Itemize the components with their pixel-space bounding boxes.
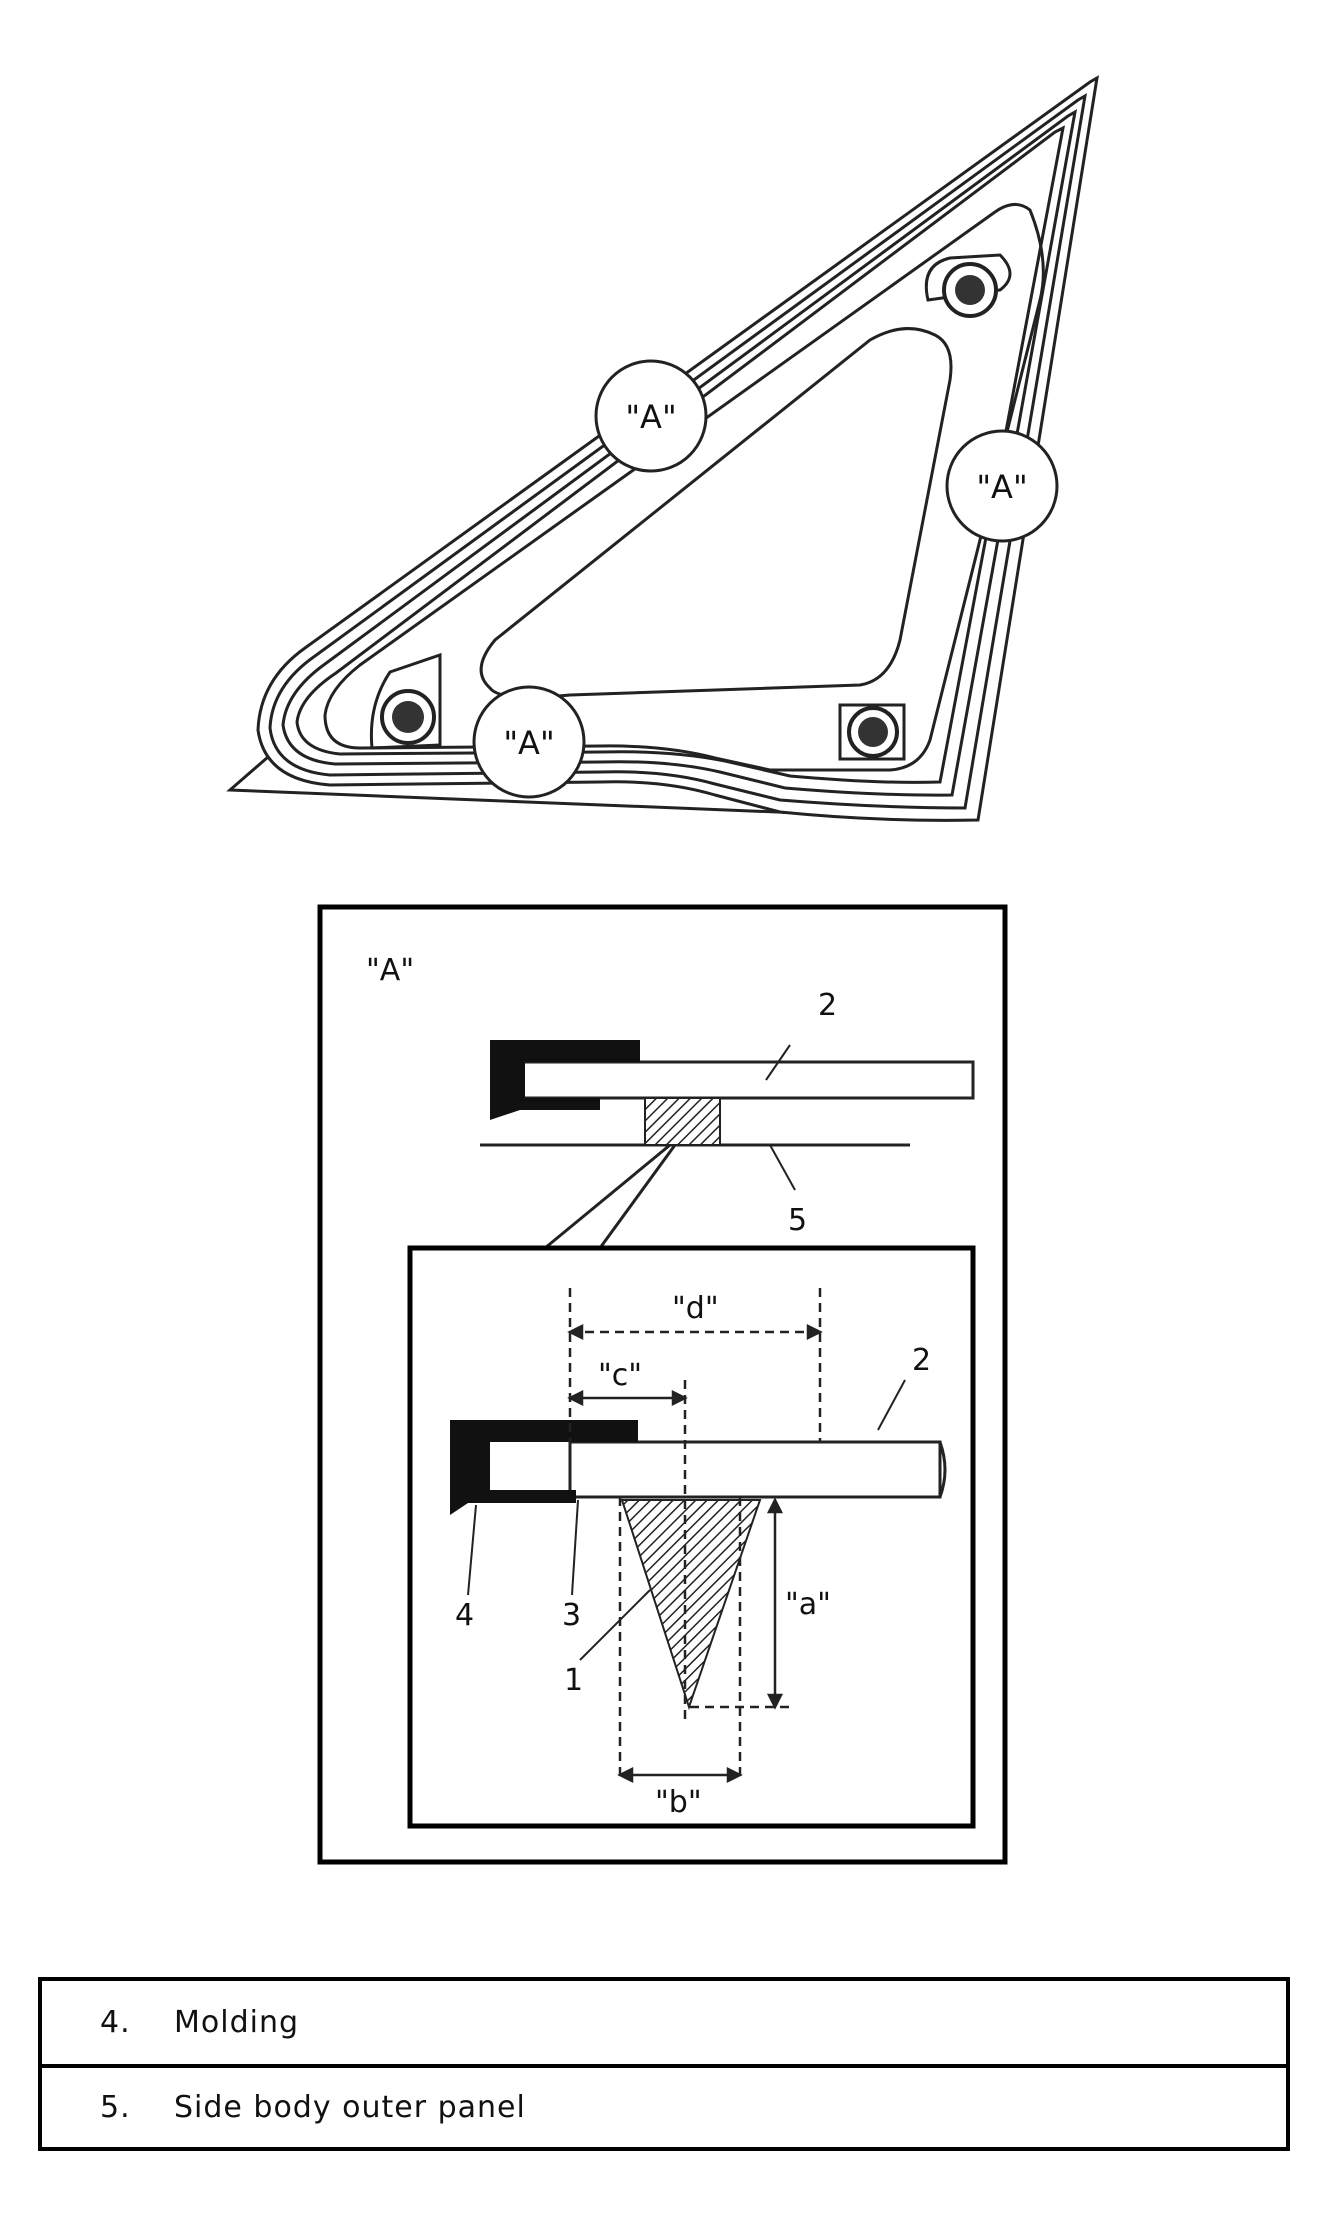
legend-text: Molding (174, 2005, 300, 2040)
legend-number: 5. (100, 2090, 131, 2125)
dim-d-label: "d" (672, 1291, 719, 1326)
enlarged-section (407, 1245, 976, 1829)
dim-b-label: "b" (655, 1785, 702, 1820)
legend-text: Side body outer panel (174, 2090, 526, 2125)
dim-c-label: "c" (598, 1358, 642, 1393)
fastener-icon (380, 262, 998, 758)
callout-a-label-3: "A" (503, 724, 554, 762)
detail-a-title: "A" (366, 953, 414, 988)
callout-a-2: "A" (945, 429, 1059, 543)
upper-panel-label: 5 (788, 1203, 807, 1238)
legend-row: 4. Molding (42, 1981, 1286, 2064)
quarter-window-diagram: "A" "A" "A" "A" 2 5 (226, 75, 1099, 1865)
dim-a-label: "a" (785, 1587, 831, 1622)
callout-a-1: "A" (594, 359, 708, 473)
lower-glass-label: 2 (912, 1343, 931, 1378)
callout-a-label-2: "A" (976, 468, 1027, 506)
legend-row: 5. Side body outer panel (42, 2064, 1286, 2147)
legend-table: 4. Molding 5. Side body outer panel (38, 1977, 1290, 2151)
item-1-label: 1 (564, 1663, 583, 1698)
molding-number-label: 4 (455, 1598, 474, 1633)
upper-section (480, 1040, 975, 1250)
upper-glass-label: 2 (818, 988, 837, 1023)
item-3-label: 3 (562, 1598, 581, 1633)
callout-a-3: "A" (472, 685, 586, 799)
legend-number: 4. (100, 2005, 131, 2040)
callout-a-label-1: "A" (625, 398, 676, 436)
